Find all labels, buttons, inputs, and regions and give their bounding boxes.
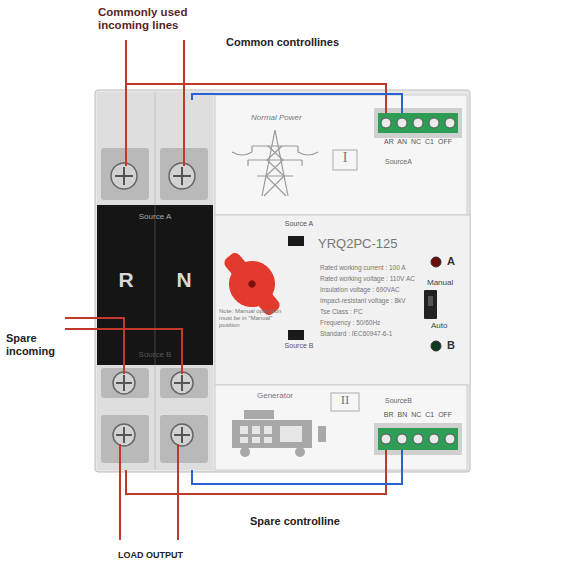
panel-label: Standard : IEC60947-6-1 xyxy=(320,330,392,337)
callout-label: Commonly used incoming lines xyxy=(98,6,210,32)
breaker-label: Source B xyxy=(97,350,213,359)
breaker-module: Source A RN Source B xyxy=(97,100,213,470)
control-wire xyxy=(192,94,402,113)
callout-label: Common controllines xyxy=(226,36,339,49)
control-wire xyxy=(192,450,402,484)
panel-label: Normal Power xyxy=(251,113,302,122)
breaker-label: Source A xyxy=(97,212,213,221)
panel-label: Source A xyxy=(271,220,327,228)
panel-label: B xyxy=(447,339,455,352)
panel-label: Source B xyxy=(271,342,327,350)
panel-label: I xyxy=(331,150,359,166)
panel-label: YRQ2PC-125 xyxy=(318,237,397,252)
source-a-panel: Normal PowerI SourceA AR AN NC C1 OFF xyxy=(215,95,467,215)
panel-label: Frequency : 50/60Hz xyxy=(320,319,380,326)
panel-label: Note: Manual opartaion must be in "Manua… xyxy=(219,308,285,329)
panel-label: Rated working current : 100 A xyxy=(320,264,406,271)
panel-label: Insulation voltage : 690VAC xyxy=(320,286,400,293)
panel-label: Generator xyxy=(257,391,293,400)
terminal-label: BR BN NC C1 OFF xyxy=(372,411,464,419)
callout-label: Spare incoming xyxy=(6,332,76,357)
panel-label: II xyxy=(331,393,359,408)
panel-label: A xyxy=(447,255,455,268)
breaker-label: N xyxy=(155,268,213,292)
terminal-block: AR AN NC C1 OFF xyxy=(378,113,458,133)
panel-label: SourceB xyxy=(385,397,412,405)
panel-label: Rated working voltage : 110V AC xyxy=(320,275,415,282)
control-wire xyxy=(126,84,386,113)
control-wire xyxy=(126,450,386,494)
terminal-label: AR AN NC C1 OFF xyxy=(372,138,464,146)
control-panel: Source A YRQ2PC-125A Rated working current… xyxy=(215,215,470,385)
panel-label: Manual xyxy=(427,278,453,287)
breaker-label: R xyxy=(97,268,155,292)
callout-label: Spare controlline xyxy=(250,515,340,528)
callout-label: LOAD OUTPUT xyxy=(118,550,183,560)
panel-label: SourceA xyxy=(385,158,412,166)
panel-label: Tse Class : PC xyxy=(320,308,363,315)
panel-label: Auto xyxy=(431,321,447,330)
terminal-block: BR BN NC C1 OFF xyxy=(378,428,458,450)
panel-label: Impact-resistant voltage : 8kV xyxy=(320,297,406,304)
source-b-panel: Generator II SourceB BR BN NC C1 OFF xyxy=(215,385,467,470)
